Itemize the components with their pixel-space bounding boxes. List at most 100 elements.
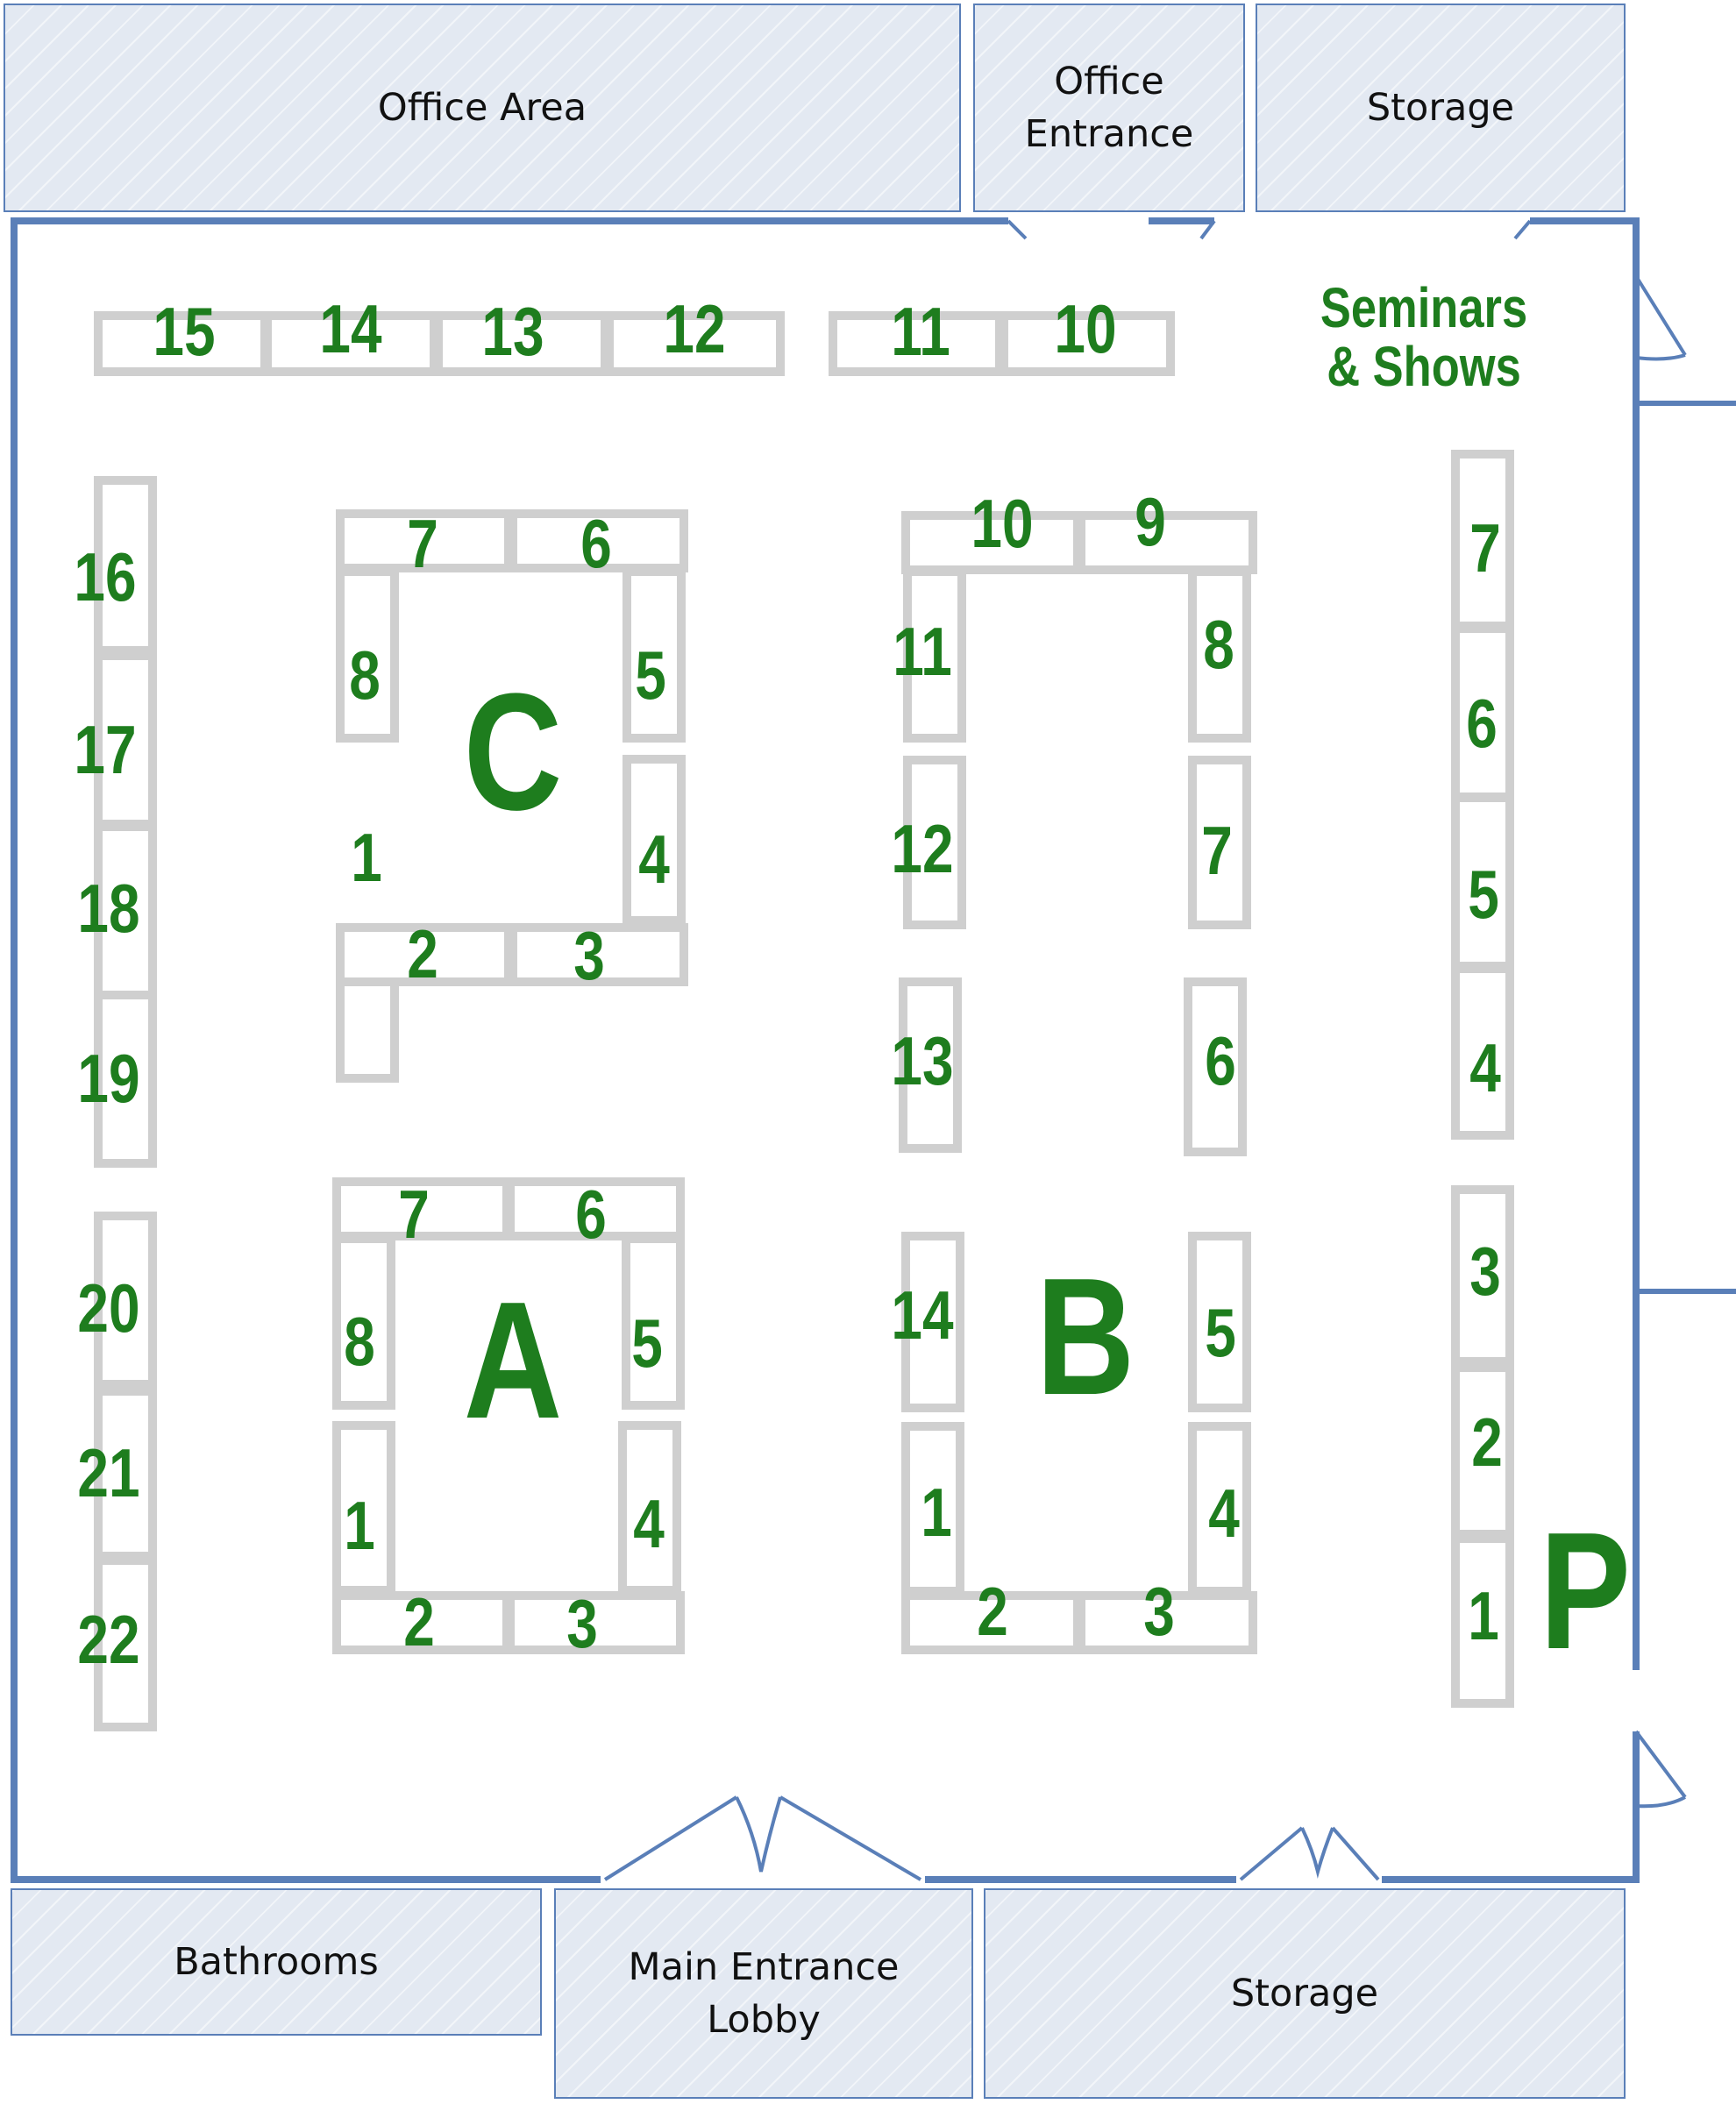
section-a-booth-table-1 — [332, 1421, 395, 1595]
section-c-booth-4: 4 — [638, 821, 670, 898]
left-booth-label-16: 16 — [74, 538, 137, 615]
section-c-booth-8: 8 — [349, 636, 381, 714]
left-booth-label-22: 22 — [77, 1601, 140, 1678]
left-booth-table-19 — [94, 991, 157, 1168]
top-booth-label-12: 12 — [663, 290, 726, 367]
section-a-booth-6: 6 — [575, 1176, 607, 1253]
booth-tables — [94, 311, 1514, 1731]
section-p-booth-4: 4 — [1469, 1029, 1501, 1106]
top-booth-label-10: 10 — [1054, 290, 1117, 367]
top-booth-label-15: 15 — [153, 293, 216, 370]
section-b-booth-8: 8 — [1203, 606, 1234, 683]
section-c-booth-table-5 — [623, 567, 686, 743]
section-b-booth-13: 13 — [891, 1022, 954, 1099]
section-p-booth-table-2 — [1451, 1363, 1514, 1539]
section-b-booth-1: 1 — [921, 1474, 952, 1551]
section-b-booth-table-9 — [1077, 511, 1257, 574]
section-b-booth-4: 4 — [1208, 1475, 1240, 1552]
section-b-booth-7: 7 — [1201, 812, 1233, 889]
section-b-booth-table-11 — [903, 567, 966, 743]
section-b-booth-table-12 — [903, 756, 966, 929]
top-booth-table-12 — [605, 311, 785, 376]
section-b-booth-10: 10 — [971, 485, 1034, 562]
top-booth-table-14 — [263, 311, 438, 376]
left-booth-label-17: 17 — [74, 711, 137, 788]
left-booth-label-18: 18 — [77, 870, 140, 947]
section-b-booth-6: 6 — [1205, 1022, 1236, 1099]
section-b-booth-11: 11 — [893, 613, 952, 690]
storage-bottom-label: Storage — [1230, 1972, 1379, 2015]
bathrooms-label: Bathrooms — [174, 1940, 379, 1984]
section-p-booth-3: 3 — [1469, 1233, 1501, 1310]
section-p-booth-7: 7 — [1469, 509, 1501, 586]
exhibit-hall-walls — [11, 217, 1736, 1883]
section-a-booth-2: 2 — [403, 1583, 435, 1660]
top-booth-table-11 — [829, 311, 1004, 376]
section-b-booth-table-5 — [1188, 1232, 1251, 1412]
section-b-booth-3: 3 — [1143, 1573, 1175, 1650]
section-c-letter: C — [463, 659, 563, 845]
left-booth-label-20: 20 — [77, 1269, 140, 1347]
section-p-booth-5: 5 — [1468, 856, 1499, 933]
top-booth-label-13: 13 — [481, 293, 544, 370]
section-p-booth-table-7 — [1451, 450, 1514, 630]
section-b-booth-table-1 — [901, 1422, 964, 1596]
section-b-booth-table-6 — [1184, 977, 1247, 1156]
office-area-room: Office Area — [4, 4, 961, 212]
section-a-booth-1: 1 — [344, 1487, 375, 1564]
section-a-booth-3: 3 — [566, 1585, 598, 1662]
section-c-booth-7: 7 — [407, 505, 438, 582]
section-b-booth-table-13 — [899, 977, 962, 1153]
section-b-booth-table-4 — [1188, 1422, 1251, 1596]
office-area-label: Office Area — [377, 86, 587, 130]
section-b-booth-5: 5 — [1205, 1294, 1236, 1371]
main-entrance-lobby-room: Main Entrance Lobby — [554, 1888, 973, 2099]
section-a-letter: A — [463, 1268, 563, 1454]
section-a-booth-table-2 — [332, 1591, 511, 1654]
section-b-booth-table-3 — [1077, 1591, 1257, 1654]
section-b-booth-9: 9 — [1135, 483, 1166, 560]
section-p-booth-table-4 — [1451, 964, 1514, 1140]
section-c-booth-table-8 — [336, 567, 399, 743]
section-a-booth-table-8 — [332, 1234, 395, 1410]
top-booth-label-14: 14 — [319, 290, 382, 367]
office-entrance-label: Office Entrance — [1024, 60, 1194, 156]
section-a-booth-table-3 — [506, 1591, 685, 1654]
seminars-shows-label: Seminars & Shows — [1320, 275, 1528, 398]
main-entrance-doors — [603, 1795, 1380, 1881]
section-a-booth-4: 4 — [633, 1485, 665, 1562]
left-booth-table-20 — [94, 1212, 157, 1389]
section-p-booth-table-3 — [1451, 1185, 1514, 1366]
section-c-booth-3: 3 — [573, 917, 605, 994]
section-c-booth-table-7 — [336, 509, 513, 572]
section-a-booth-table-7 — [332, 1177, 511, 1240]
storage-top-room: Storage — [1256, 4, 1626, 212]
section-p-booth-2: 2 — [1471, 1404, 1503, 1481]
section-c-booth-table-3 — [509, 923, 688, 986]
section-b-booth-table-7 — [1188, 756, 1251, 929]
left-booth-table-22 — [94, 1556, 157, 1731]
section-c-booth-table-4 — [623, 755, 686, 925]
section-b-booth-14: 14 — [891, 1276, 954, 1354]
section-b-booth-2: 2 — [977, 1573, 1008, 1650]
section-c-booth-1: 1 — [351, 819, 382, 896]
section-b-letter: B — [1035, 1244, 1135, 1430]
section-p-booth-6: 6 — [1466, 685, 1498, 762]
section-b-booth-table-14 — [901, 1232, 964, 1412]
section-b-booth-table-10 — [901, 511, 1082, 574]
side-doors — [1007, 219, 1687, 1809]
storage-bottom-room: Storage — [984, 1888, 1626, 2099]
section-b-booth-12: 12 — [891, 810, 954, 887]
top-booth-table-10 — [1000, 311, 1175, 376]
left-booth-label-19: 19 — [77, 1040, 140, 1117]
section-p-booth-table-5 — [1451, 793, 1514, 970]
section-a-booth-8: 8 — [344, 1303, 375, 1380]
section-c-booth-6: 6 — [580, 505, 612, 582]
storage-top-label: Storage — [1366, 86, 1515, 130]
section-a-booth-table-4 — [618, 1421, 681, 1595]
section-a-booth-7: 7 — [398, 1176, 430, 1253]
section-p-booth-1: 1 — [1468, 1577, 1499, 1654]
left-booth-label-21: 21 — [77, 1434, 140, 1511]
left-booth-table-16 — [94, 476, 157, 655]
